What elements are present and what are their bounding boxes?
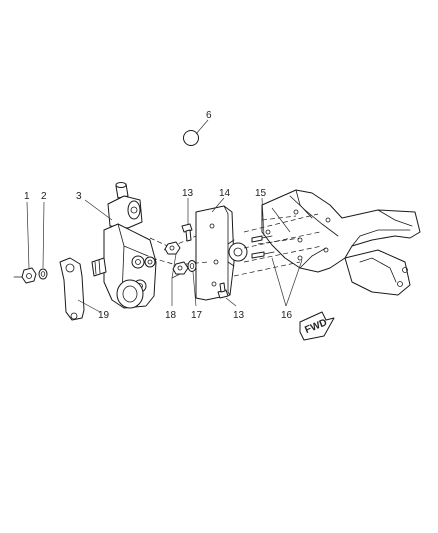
forward-direction-arrow: FWD: [299, 311, 335, 341]
part-14-mounting-plate: [195, 205, 248, 301]
callout-19: 19: [98, 310, 110, 321]
callout-16: 16: [281, 310, 293, 321]
part-13-bolt-lower: [217, 282, 229, 299]
part-3-steering-gear: [91, 182, 157, 309]
callout-14: 14: [219, 188, 231, 199]
part-19-pitman-arm: [59, 257, 85, 321]
callout-15: 15: [255, 188, 267, 199]
callout-6: 6: [206, 110, 212, 121]
callout-17: 17: [191, 310, 203, 321]
part-15-frame-studs: [251, 235, 275, 259]
part-17-washer: [187, 260, 197, 272]
callout-18: 18: [165, 310, 177, 321]
frame-rail: [261, 189, 421, 296]
callout-3: 3: [76, 191, 82, 202]
part-18-gear-nuts: [164, 241, 189, 275]
callout-labels: 6 1 2 3 13 14 15 19 18 17 13 16: [24, 110, 293, 321]
part-2-washer: [38, 268, 48, 280]
callout-13-upper: 13: [182, 188, 194, 199]
part-13-bolt-upper: [181, 223, 193, 242]
callout-13-lower: 13: [233, 310, 245, 321]
leader-lines: [26, 119, 303, 313]
callout-1: 1: [24, 191, 30, 202]
part-1-nut: [13, 267, 37, 284]
callout-2: 2: [41, 191, 47, 202]
part-6-o-ring: [183, 130, 199, 146]
